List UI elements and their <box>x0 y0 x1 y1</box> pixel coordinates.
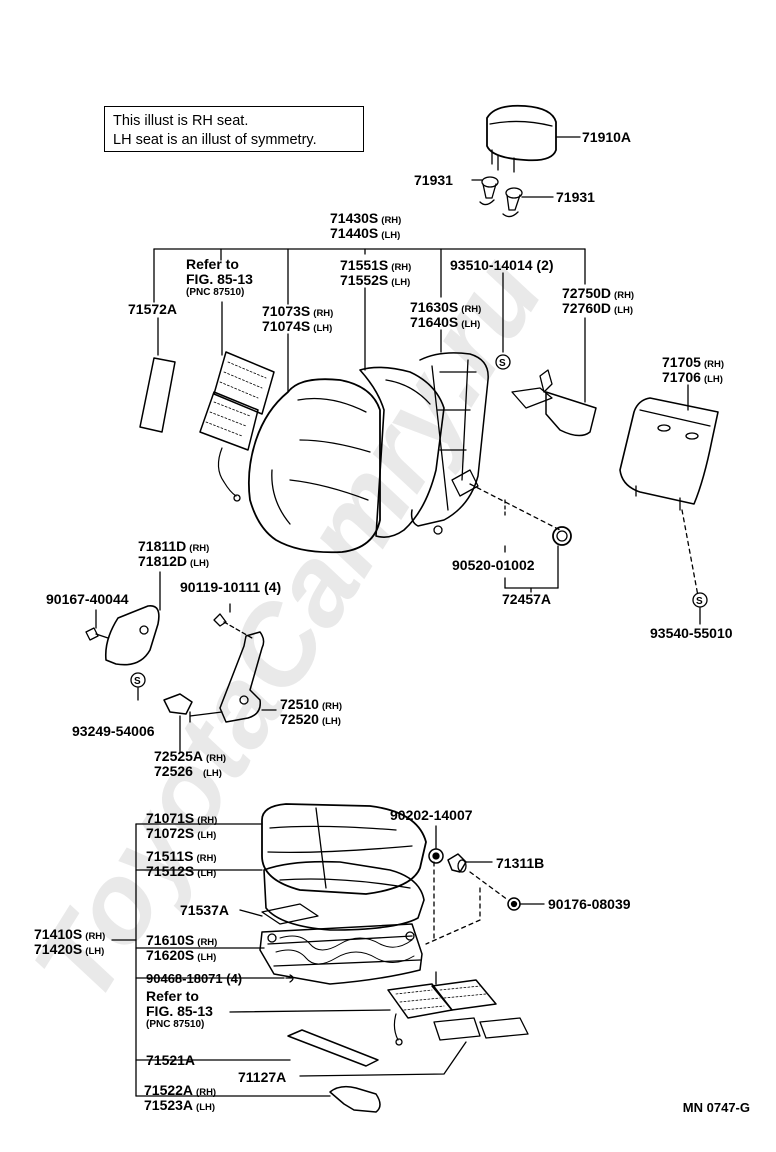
s-clip-right: S <box>692 592 708 608</box>
label-90202-14007: 90202-14007 <box>390 807 473 823</box>
label-71910A: 71910A <box>582 129 632 145</box>
seatback-cover <box>359 366 445 538</box>
note-line-1: This illust is RH seat. <box>113 113 249 129</box>
label-72750D: 72750D(RH) <box>562 285 635 302</box>
note-box: This illust is RH seat. LH seat is an il… <box>104 106 364 152</box>
label-72525A: 72525A(RH) <box>154 748 227 765</box>
seatback-frame <box>410 352 489 535</box>
seatback-heater-pads <box>199 351 275 502</box>
seatback-back-board <box>619 397 719 511</box>
label-71522A: 71522A(RH) <box>144 1082 217 1099</box>
side-cover-strip <box>139 357 176 433</box>
headrest <box>486 104 557 173</box>
label-72526: 72526(LH) <box>154 763 222 780</box>
label-90520-01002: 90520-01002 <box>452 557 535 573</box>
label-71511S: 71511S(RH) <box>146 848 217 865</box>
refer-to-top: Refer to FIG. 85-13 (PNC 87510) <box>186 256 253 299</box>
label-71410S: 71410S(RH) <box>34 926 106 943</box>
seatback-cushion <box>247 378 381 554</box>
ring-clip <box>552 526 572 546</box>
label-71512S: 71512S(LH) <box>146 863 217 880</box>
s-clip-top: S <box>495 354 511 370</box>
refer-to-bottom: Refer to FIG. 85-13 (PNC 87510) <box>146 988 213 1031</box>
label-71551S: 71551S(RH) <box>340 257 412 274</box>
washer <box>428 848 444 864</box>
label-71072S: 71072S(LH) <box>146 825 217 842</box>
seat-heater-pads <box>387 979 529 1046</box>
seat-cushion-pad <box>263 860 425 931</box>
label-71931-left: 71931 <box>414 172 453 188</box>
headrest-support-right <box>502 187 523 218</box>
label-71811D: 71811D(RH) <box>138 538 210 555</box>
label-71440S: 71440S(LH) <box>330 225 401 242</box>
label-71630S: 71630S(RH) <box>410 299 482 316</box>
label-71620S: 71620S(LH) <box>146 947 217 964</box>
label-72760D: 72760D(LH) <box>562 300 634 317</box>
label-71640S: 71640S(LH) <box>410 314 481 331</box>
label-71552S: 71552S(LH) <box>340 272 411 289</box>
label-71572A: 71572A <box>128 301 178 317</box>
label-90176-08039: 90176-08039 <box>548 896 631 912</box>
label-71706: 71706(LH) <box>662 369 723 386</box>
label-71705: 71705(RH) <box>662 354 724 371</box>
label-71521A: 71521A <box>146 1052 196 1068</box>
seat-knob <box>447 853 467 873</box>
label-71931-right: 71931 <box>556 189 595 205</box>
label-71127A: 71127A <box>238 1069 287 1085</box>
label-93510-14014: 93510-14014 (2) <box>450 257 554 273</box>
label-72520: 72520(LH) <box>280 711 341 728</box>
seat-back-panel <box>329 1085 381 1113</box>
recliner-adjuster <box>189 613 265 723</box>
seat-nut <box>507 897 521 911</box>
label-71073S: 71073S(RH) <box>262 303 334 320</box>
seat-frame <box>259 923 423 985</box>
label-72510: 72510(RH) <box>280 696 342 713</box>
svg-text:S: S <box>499 358 506 369</box>
headrest-support-left <box>479 176 499 206</box>
hinge-cover <box>104 605 160 666</box>
label-71311B: 71311B <box>496 855 545 871</box>
svg-text:S: S <box>696 596 703 607</box>
seat-side-strip <box>287 1029 379 1067</box>
label-71523A: 71523A(LH) <box>144 1097 216 1114</box>
bolt-left <box>85 627 109 641</box>
seat-cushion-cover <box>261 803 427 895</box>
note-line-2: LH seat is an illust of symmetry. <box>113 132 317 148</box>
s-clip-left: S <box>130 672 146 688</box>
diagram-code: MN 0747-G <box>682 1100 750 1115</box>
svg-text:S: S <box>134 676 141 687</box>
recliner-knob <box>163 693 193 715</box>
label-71537A: 71537A <box>180 902 230 918</box>
label-71610S: 71610S(RH) <box>146 932 218 949</box>
label-71812D: 71812D(LH) <box>138 553 210 570</box>
label-93540-55010: 93540-55010 <box>650 625 733 641</box>
label-71074S: 71074S(LH) <box>262 318 333 335</box>
label-90468-18071: 90468-18071 (4) <box>146 971 243 986</box>
lumbar-bracket <box>511 369 597 437</box>
label-72457A: 72457A <box>502 591 552 607</box>
label-90167-40044: 90167-40044 <box>46 591 129 607</box>
label-71430S: 71430S(RH) <box>330 210 402 227</box>
label-93249-54006: 93249-54006 <box>72 723 155 739</box>
seat-spring-sheet <box>261 903 319 925</box>
label-71420S: 71420S(LH) <box>34 941 105 958</box>
label-90119-10111: 90119-10111 (4) <box>180 579 282 595</box>
label-71071S: 71071S(RH) <box>146 810 218 827</box>
